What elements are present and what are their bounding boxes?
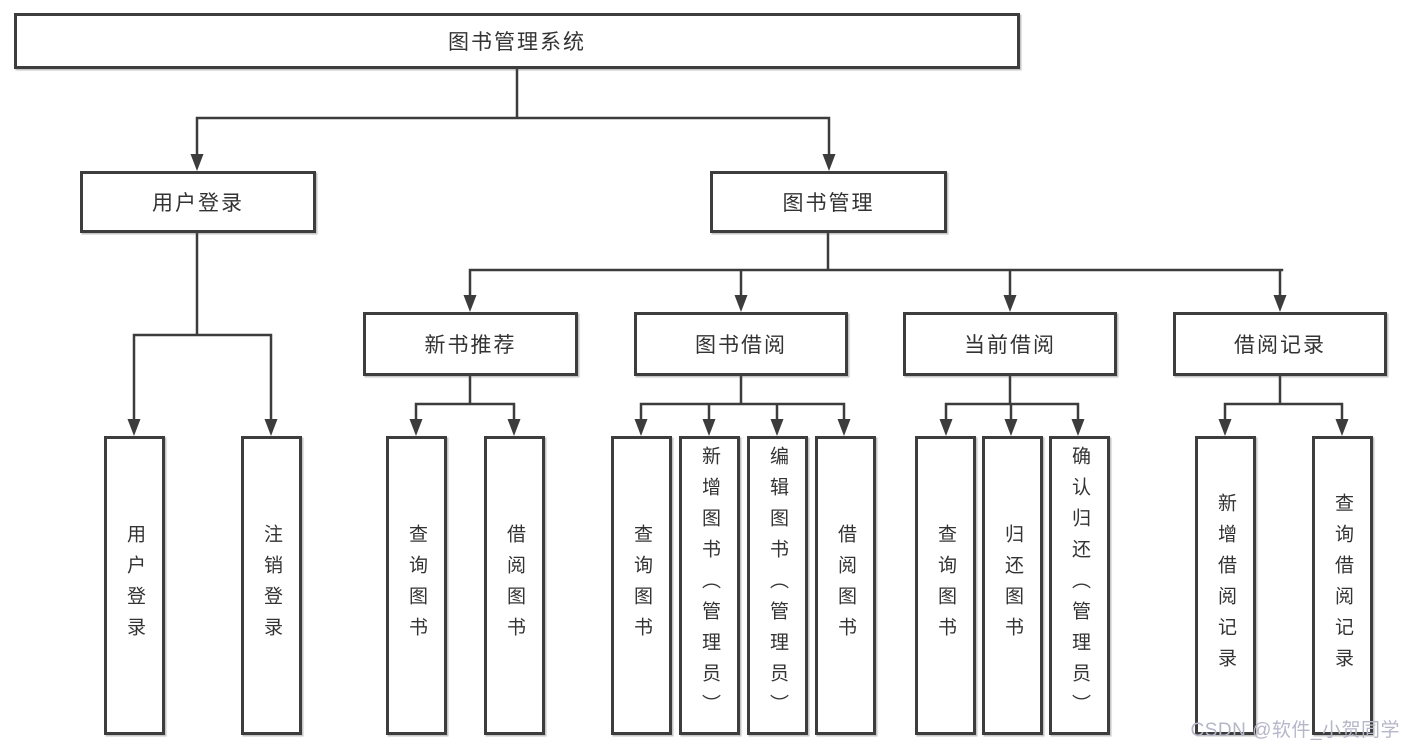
leaf-borrow-books-recommend: 借阅图书 (484, 436, 545, 735)
leaf-query-books-borrowing: 查询图书 (611, 436, 672, 735)
leaf-borrow-books: 借阅图书 (815, 436, 876, 735)
leaf-logout: 注销登录 (241, 436, 302, 735)
leaf-add-borrow-record: 新增借阅记录 (1195, 436, 1256, 735)
leaf-query-borrow-record: 查询借阅记录 (1312, 436, 1373, 735)
leaf-return-books: 归还图书 (982, 436, 1043, 735)
node-borrow-records: 借阅记录 (1173, 312, 1387, 376)
leaf-user-login: 用户登录 (104, 436, 165, 735)
node-new-book-recommend: 新书推荐 (363, 312, 578, 376)
node-user-login: 用户登录 (80, 171, 316, 233)
leaf-add-books-admin: 新增图书（管理员） (679, 436, 740, 735)
leaf-query-books-current: 查询图书 (915, 436, 976, 735)
csdn-watermark: CSDN @软件_小贺同学 (1190, 720, 1400, 741)
leaf-confirm-return-admin: 确认归还（管理员） (1049, 436, 1110, 735)
leaf-edit-books-admin: 编辑图书（管理员） (747, 436, 808, 735)
node-book-borrowing: 图书借阅 (634, 312, 848, 376)
node-library-system: 图书管理系统 (14, 13, 1020, 69)
leaf-query-books-recommend: 查询图书 (386, 436, 447, 735)
node-book-management: 图书管理 (710, 171, 947, 233)
node-current-borrowing: 当前借阅 (903, 312, 1117, 376)
